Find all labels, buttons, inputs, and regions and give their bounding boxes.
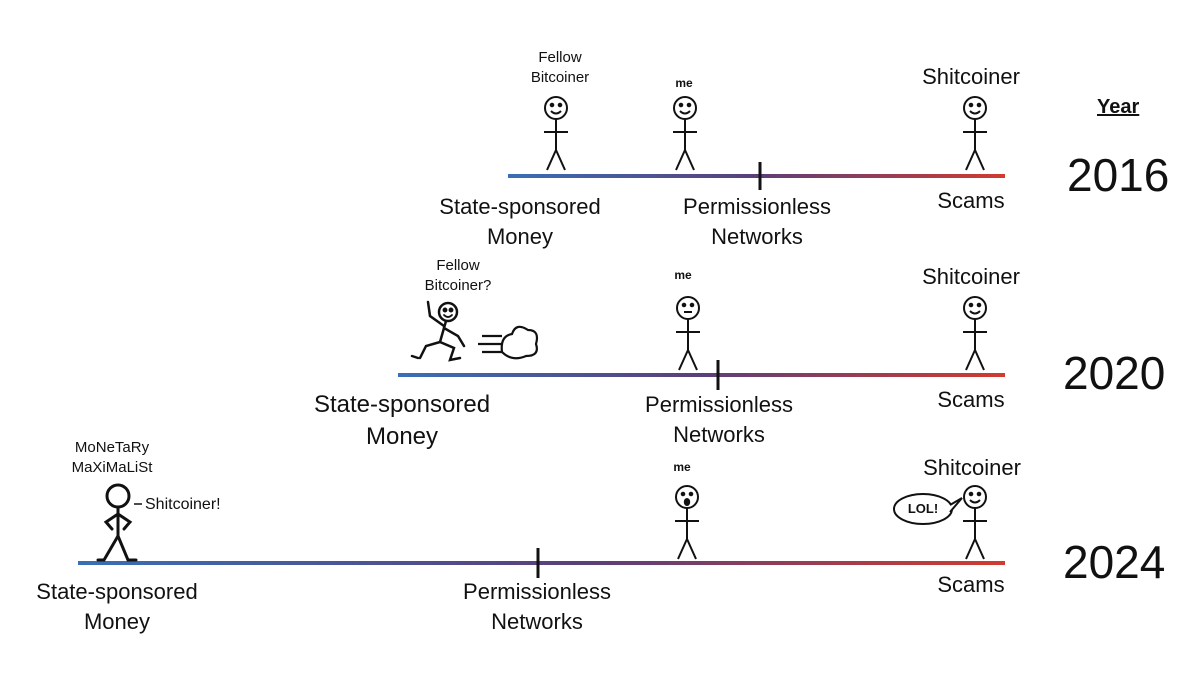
stick-figure-maximalist [96,483,138,562]
stick-figure-shitcoiner-2024 [963,485,987,560]
right-end-label-2020: Scams [937,387,1005,412]
year-2020: 2020 [1063,347,1166,399]
fellow-bitcoiner-label-2016: Fellow Bitcoiner [530,49,590,86]
stick-figure-me-2016 [673,96,697,171]
middle-label-2020: Permissionless Networks [645,392,793,447]
stick-figure-shitcoiner-2020 [963,296,987,371]
stick-figure-fellow-bitcoiner [544,96,568,171]
stick-figure-running-bitcoiner [410,300,466,362]
stick-figure-me-2020 [676,296,700,371]
shitcoiner-label-2016: Shitcoiner [922,64,1020,89]
row-2024 [78,483,1005,578]
maximalist-quote: Shitcoiner! [145,496,221,513]
year-2016: 2016 [1067,149,1170,201]
dust-cloud-icon [500,325,539,360]
row-2020 [398,296,1005,390]
me-label-2016: me [675,76,693,90]
left-end-label-2016: State-sponsored Money [439,194,601,249]
me-label-2024: me [673,460,691,474]
middle-label-2016: Permissionless Networks [683,194,831,249]
stick-figure-shitcoiner-2016 [963,96,987,171]
shitcoiner-label-2024: Shitcoiner [923,455,1021,480]
shitcoiner-label-2020: Shitcoiner [922,264,1020,289]
stick-figure-me-2024 [675,485,699,560]
right-end-label-2016: Scams [937,188,1005,213]
left-end-label-2020: State-sponsored Money [313,391,491,450]
speed-lines-icon [478,334,502,354]
year-header: Year [1097,96,1140,118]
me-label-2020: me [674,268,692,282]
fellow-bitcoiner-label-2020: Fellow Bitcoiner? [424,257,492,294]
speech-bubble-icon [893,493,963,525]
middle-label-2024: Permissionless Networks [463,579,611,634]
row-2016 [508,96,1005,190]
right-end-label-2024: Scams [937,572,1005,597]
left-end-label-2024: State-sponsored Money [36,579,198,634]
maximalist-label: MoNeTaRy MaXiMaLiSt [71,439,153,476]
year-2024: 2024 [1063,536,1166,588]
speech-bubble-text: LOL! [907,501,939,516]
